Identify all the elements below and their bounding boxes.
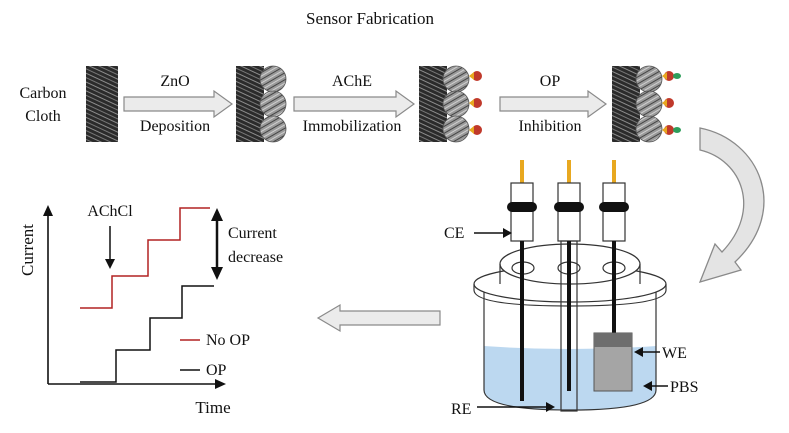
we-pointer-head xyxy=(634,347,643,357)
ce-label: CE xyxy=(444,225,464,242)
decrease-arrowhead-top xyxy=(211,208,223,221)
counter-electrode xyxy=(507,160,537,401)
op-inhibited-cloth xyxy=(612,65,681,143)
inhibited-enzyme-3 xyxy=(662,125,681,135)
carbon-cloth-label-1: Carbon xyxy=(19,85,66,102)
pbs-pointer-head xyxy=(643,381,652,391)
inhibition-label: Inhibition xyxy=(518,118,581,135)
inhibited-enzyme-2 xyxy=(662,98,674,108)
process-arrow-3 xyxy=(499,89,608,119)
ache-enzyme-2 xyxy=(469,98,482,108)
re-pointer-head xyxy=(546,402,555,412)
current-decrease-label-1: Current xyxy=(228,225,277,242)
ache-enzyme-3 xyxy=(469,125,482,135)
result-arrow xyxy=(316,303,441,333)
op-trace xyxy=(80,285,214,383)
diagram-title: Sensor Fabrication xyxy=(306,9,434,28)
x-axis-label: Time xyxy=(195,398,230,417)
electrochemical-cell xyxy=(473,160,667,412)
re-label: RE xyxy=(451,401,471,418)
process-arrow-1 xyxy=(123,89,234,119)
x-axis-arrowhead xyxy=(215,379,226,389)
achcl-arrowhead xyxy=(105,259,115,269)
ache-enzyme-1 xyxy=(469,71,482,81)
achcl-label: AChCl xyxy=(87,203,133,220)
zno-coated-cloth xyxy=(236,65,287,143)
legend-label-no-op: No OP xyxy=(206,332,250,349)
pbs-label: PBS xyxy=(670,379,698,396)
process-arrow-2 xyxy=(293,89,416,119)
curved-transfer-arrow xyxy=(698,127,765,283)
working-electrode xyxy=(593,160,633,392)
carbon-cloth-image xyxy=(86,66,118,142)
ache-label: AChE xyxy=(332,73,372,90)
immobilization-label: Immobilization xyxy=(303,118,402,135)
current-decrease-label-2: decrease xyxy=(228,249,283,266)
inhibited-enzyme-1 xyxy=(662,71,681,81)
deposition-label: Deposition xyxy=(140,118,210,135)
zno-label: ZnO xyxy=(160,73,189,90)
legend-label-op: OP xyxy=(206,362,227,379)
we-label: WE xyxy=(662,345,687,362)
carbon-cloth-label-2: Cloth xyxy=(25,108,61,125)
ce-pointer-head xyxy=(503,228,512,238)
decrease-arrowhead-bottom xyxy=(211,267,223,280)
amperometric-chart: Current Time AChCl Current decrease No O… xyxy=(18,203,283,417)
reference-electrode xyxy=(554,160,584,412)
y-axis-label: Current xyxy=(18,224,37,276)
ache-modified-cloth xyxy=(419,65,482,143)
no-op-trace xyxy=(80,207,210,309)
op-label: OP xyxy=(540,73,561,90)
y-axis-arrowhead xyxy=(43,205,53,216)
